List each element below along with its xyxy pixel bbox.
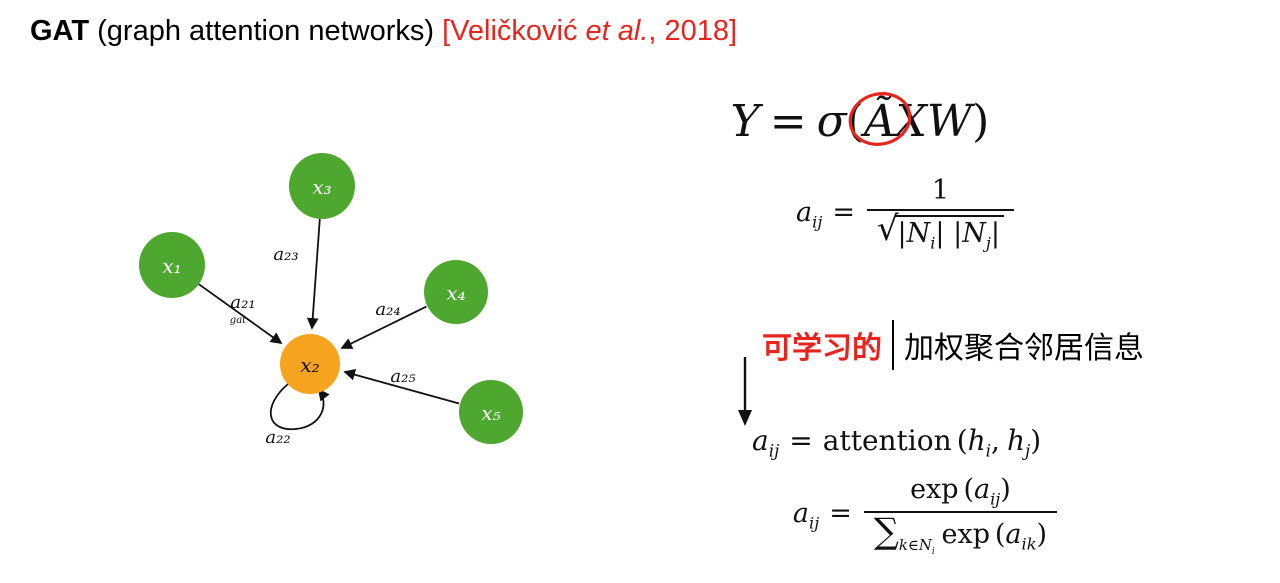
node-x3: x₃ xyxy=(289,153,355,219)
node-x2-label: x₂ xyxy=(300,353,319,377)
title-acronym: GAT xyxy=(30,15,90,47)
title-expansion: (graph attention networks) xyxy=(89,15,443,47)
node-x1-label: x₁ xyxy=(162,254,181,278)
edge-labels: a₂₁ gat a₂₃ a₂₄ a₂₅ a₂₂ xyxy=(230,244,416,448)
formula-main: Y=σ(ÃXW) xyxy=(690,92,1030,147)
graph-diagram: x₁ x₃ x₄ x₅ x₂ a₂₁ gat a₂₃ a₂₄ a₂₅ a₂₂ xyxy=(139,153,523,448)
graph-edges xyxy=(198,218,460,430)
node-x3-label: x₃ xyxy=(312,175,331,199)
edge-label-a24: a₂₄ xyxy=(375,299,400,320)
node-x3-circle xyxy=(289,153,355,219)
edge-label-a23: a₂₃ xyxy=(273,244,298,265)
node-x2-center: x₂ xyxy=(280,334,340,394)
node-x5-label: x₅ xyxy=(481,401,500,425)
slide-title: GAT (graph attention networks) [Veličkov… xyxy=(30,15,737,48)
down-arrow-head xyxy=(738,410,752,426)
fraction-denominator: √|Ni| |Nj| xyxy=(866,209,1014,252)
edge-label-a25: a₂₅ xyxy=(390,366,415,387)
fraction-numerator: 1 xyxy=(931,175,950,206)
circled-A-tilde: Ã xyxy=(848,92,912,147)
softmax-fraction: exp(aij)∑k∈Niexp(aik) xyxy=(863,474,1058,557)
edge-x4-x2 xyxy=(340,305,427,349)
node-x5: x₅ xyxy=(459,380,523,444)
citation-etal: et al. xyxy=(585,15,649,47)
attention-operator: attention xyxy=(822,424,952,457)
formula-fixed-lhs: aij= xyxy=(796,196,855,231)
formula-main-Y: Y xyxy=(730,96,760,147)
node-x1-circle xyxy=(139,232,205,298)
radical-sign: √ xyxy=(876,209,899,248)
formula-softmax-lhs: aij= xyxy=(792,498,852,533)
formula-fixed-weight: aij= 1√|Ni| |Nj| xyxy=(745,175,1065,252)
softmax-denominator: ∑k∈Niexp(aik) xyxy=(863,511,1058,557)
edge-x2-selfloop xyxy=(270,383,330,430)
node-x4-circle xyxy=(424,260,488,324)
down-arrow xyxy=(738,357,752,426)
edge-label-a22: a₂₂ xyxy=(265,427,290,448)
citation: [Veličković et al., 2018] xyxy=(442,15,738,47)
annotation-learnable: 可学习的 xyxy=(762,332,882,365)
edge-x1-x2 xyxy=(198,283,283,345)
formula-softmax: aij= exp(aij)∑k∈Niexp(aik) xyxy=(740,474,1110,557)
edge-label-a21: a₂₁ xyxy=(230,292,255,313)
formula-attention: aij=attention(hi,hj) xyxy=(752,424,1042,461)
fraction: 1√|Ni| |Nj| xyxy=(866,175,1014,252)
annotation-row: 可学习的加权聚合邻居信息 xyxy=(762,320,1144,370)
graph-nodes: x₁ x₃ x₄ x₅ x₂ xyxy=(139,153,523,444)
node-x4-label: x₄ xyxy=(446,281,465,305)
sigma-symbol: σ xyxy=(816,96,847,147)
edge-x5-x2 xyxy=(343,369,460,405)
sqrt-expression: √|Ni| |Nj| xyxy=(876,209,1004,252)
edge-label-a21-note: gat xyxy=(230,315,247,326)
vertical-divider xyxy=(892,320,894,370)
node-x5-circle xyxy=(459,380,523,444)
summation-limits: k∈Ni xyxy=(898,535,935,557)
node-x1: x₁ xyxy=(139,232,205,298)
softmax-numerator: exp(aij) xyxy=(910,474,1011,509)
edge-x3-x2 xyxy=(306,218,321,330)
node-x4: x₄ xyxy=(424,260,488,324)
summation-symbol: ∑ xyxy=(873,511,899,553)
annotation-desc: 加权聚合邻居信息 xyxy=(904,332,1144,365)
node-x2-circle xyxy=(280,334,340,394)
